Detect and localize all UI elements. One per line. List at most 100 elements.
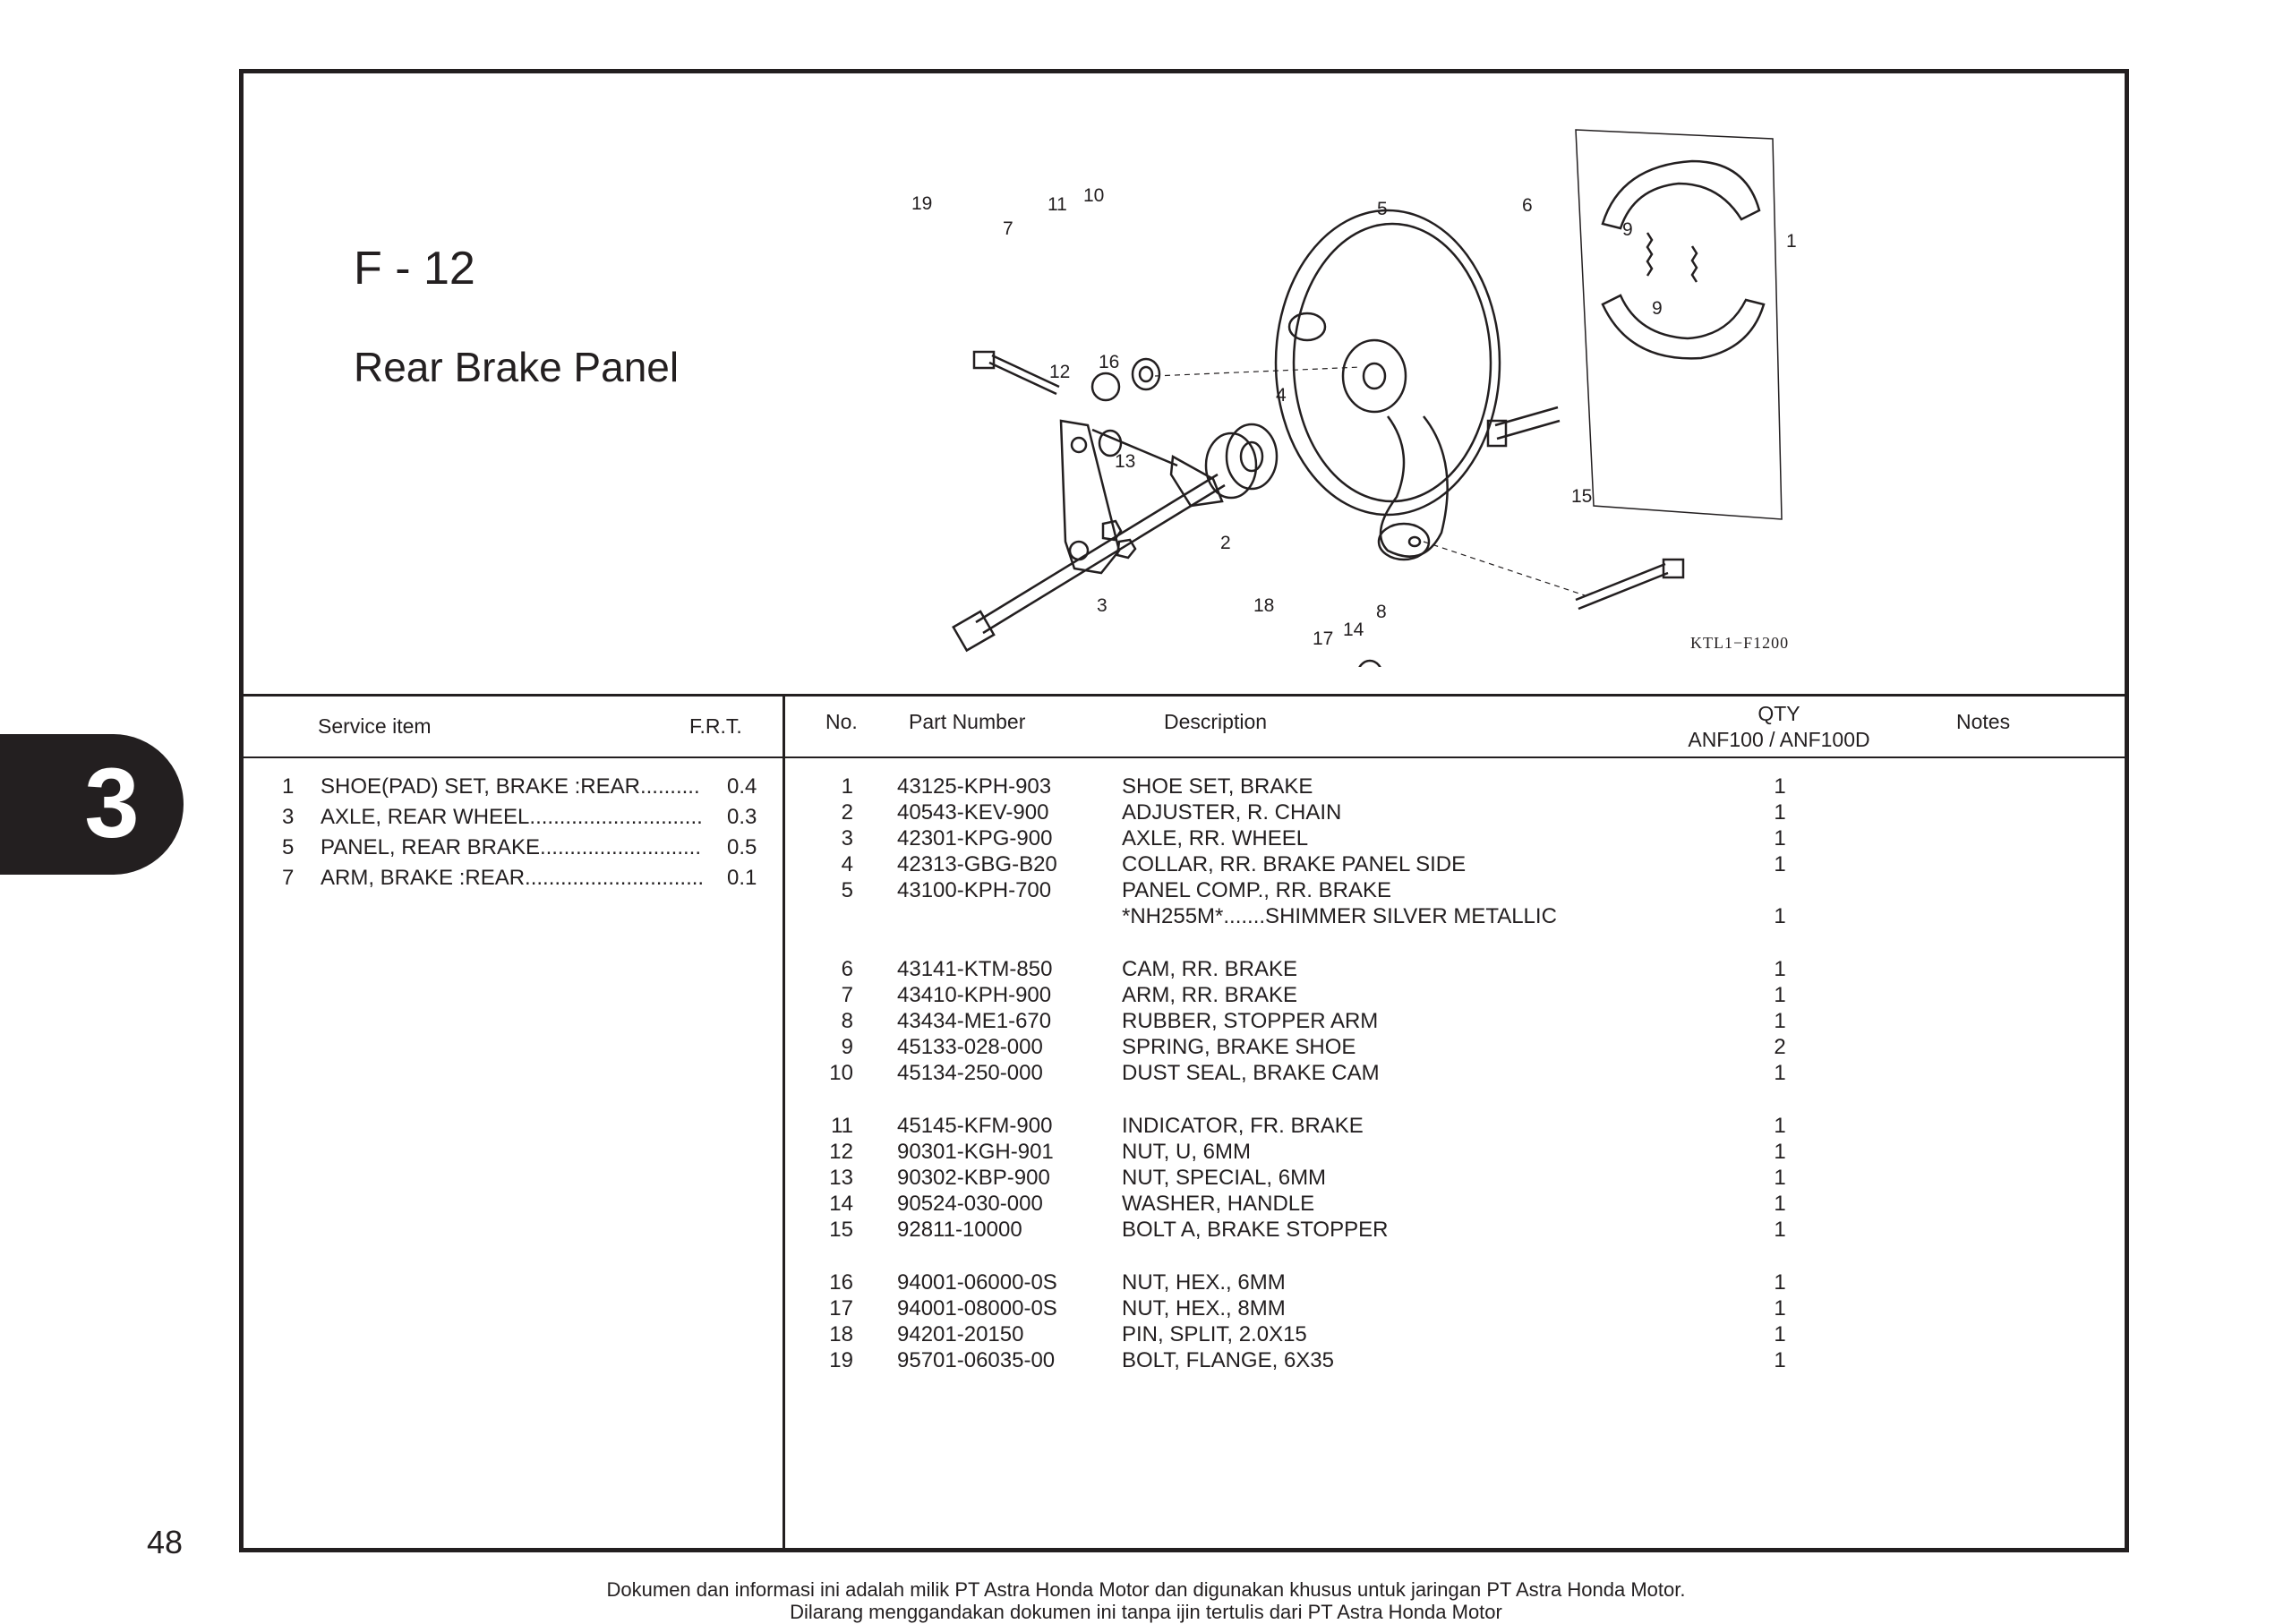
divider-vertical [783, 695, 785, 1550]
service-item-frt: 0.3 [727, 805, 757, 829]
part-number: 43141-KTM-850 [897, 957, 1053, 981]
callout-17: 17 [1313, 628, 1334, 649]
part-number: 43125-KPH-903 [897, 774, 1052, 799]
part-number: 95701-06035-00 [897, 1348, 1056, 1372]
part-ref-no: 9 [841, 1035, 853, 1059]
callout-5: 5 [1377, 199, 1388, 219]
part-qty: 1 [1774, 852, 1786, 876]
service-item-frt: 0.4 [727, 774, 757, 799]
part-description: RUBBER, STOPPER ARM [1122, 1009, 1379, 1033]
part-number: 43434-ME1-670 [897, 1009, 1052, 1033]
footer-line-2: Dilarang menggandakan dokumen ini tanpa … [790, 1601, 1502, 1623]
part-description: PIN, SPLIT, 2.0X15 [1122, 1322, 1307, 1346]
part-number: 90302-KBP-900 [897, 1166, 1050, 1190]
part-qty: 1 [1774, 1009, 1786, 1033]
part-qty: 1 [1774, 774, 1786, 799]
part-qty: 1 [1774, 983, 1786, 1007]
callout-19: 19 [911, 193, 933, 214]
part-qty: 1 [1774, 800, 1786, 825]
part-qty: 1 [1774, 1192, 1786, 1216]
part-qty: 1 [1774, 1322, 1786, 1346]
part-description: SHOE SET, BRAKE [1122, 774, 1313, 799]
callout-1: 1 [1786, 231, 1797, 252]
part-description: WASHER, HANDLE [1122, 1192, 1315, 1216]
part-description: NUT, HEX., 6MM [1122, 1270, 1286, 1295]
part-qty: 1 [1774, 1348, 1786, 1372]
part-ref-no: 2 [841, 800, 853, 825]
part-ref-no: 8 [841, 1009, 853, 1033]
part-number: 43410-KPH-900 [897, 983, 1052, 1007]
service-item-no: 1 [282, 774, 295, 799]
part-qty: 1 [1774, 904, 1786, 928]
divider-top [239, 694, 2129, 697]
part-qty: 1 [1774, 826, 1786, 850]
header-service-item: Service item [318, 714, 432, 738]
service-item-frt: 0.1 [727, 866, 757, 890]
part-description: NUT, U, 6MM [1122, 1140, 1251, 1164]
part-qty: 1 [1774, 1061, 1786, 1085]
service-item-no: 7 [282, 866, 295, 890]
part-description: *NH255M*.......SHIMMER SILVER METALLIC [1122, 904, 1557, 928]
part-qty: 1 [1774, 1140, 1786, 1164]
header-no: No. [825, 710, 858, 733]
part-number: 43100-KPH-700 [897, 878, 1052, 902]
header-qty: QTY [1757, 702, 1800, 725]
part-ref-no: 6 [841, 957, 853, 981]
part-ref-no: 3 [841, 826, 853, 850]
section-tab [0, 734, 184, 875]
callout-9b: 9 [1652, 298, 1663, 319]
callout-6: 6 [1522, 195, 1533, 216]
part-ref-no: 1 [841, 774, 853, 799]
figure-code: F - 12 [354, 243, 475, 295]
header-qty-models: ANF100 / ANF100D [1688, 728, 1870, 751]
service-item-name: ARM, BRAKE :REAR........................… [321, 866, 705, 890]
divider-header [239, 756, 2129, 758]
part-number: 94201-20150 [897, 1322, 1024, 1346]
part-number: 45145-KFM-900 [897, 1114, 1053, 1138]
service-item-name: SHOE(PAD) SET, BRAKE :REAR.......... [321, 774, 700, 799]
part-description: BOLT A, BRAKE STOPPER [1122, 1218, 1389, 1242]
part-description: ADJUSTER, R. CHAIN [1122, 800, 1342, 825]
part-qty: 1 [1774, 1270, 1786, 1295]
part-description: SPRING, BRAKE SHOE [1122, 1035, 1356, 1059]
part-ref-no: 7 [841, 983, 853, 1007]
callout-9a: 9 [1622, 219, 1633, 240]
part-description: CAM, RR. BRAKE [1122, 957, 1298, 981]
callout-8: 8 [1376, 602, 1387, 622]
part-qty: 1 [1774, 1218, 1786, 1242]
part-description: AXLE, RR. WHEEL [1122, 826, 1309, 850]
callout-11: 11 [1048, 194, 1067, 215]
header-part-number: Part Number [909, 710, 1026, 733]
part-number: 42301-KPG-900 [897, 826, 1053, 850]
part-qty: 1 [1774, 1114, 1786, 1138]
part-number: 94001-06000-0S [897, 1270, 1057, 1295]
service-item-name: PANEL, REAR BRAKE.......................… [321, 835, 702, 859]
part-number: 94001-08000-0S [897, 1296, 1057, 1321]
part-number: 40543-KEV-900 [897, 800, 1049, 825]
part-number: 45133-028-000 [897, 1035, 1043, 1059]
part-number: 45134-250-000 [897, 1061, 1043, 1085]
part-qty: 2 [1774, 1035, 1786, 1059]
part-description: PANEL COMP., RR. BRAKE [1122, 878, 1391, 902]
part-ref-no: 13 [829, 1166, 853, 1190]
service-item-name: AXLE, REAR WHEEL........................… [321, 805, 703, 829]
callout-4: 4 [1276, 385, 1287, 406]
page-frame [239, 69, 2129, 1552]
service-item-frt: 0.5 [727, 835, 757, 859]
part-ref-no: 19 [829, 1348, 853, 1372]
part-description: DUST SEAL, BRAKE CAM [1122, 1061, 1380, 1085]
page-number: 48 [147, 1524, 184, 1560]
part-description: NUT, SPECIAL, 6MM [1122, 1166, 1327, 1190]
callout-15: 15 [1571, 486, 1593, 507]
header-description: Description [1164, 710, 1268, 733]
part-ref-no: 5 [841, 878, 853, 902]
footer-line-1: Dokumen dan informasi ini adalah milik P… [606, 1578, 1686, 1601]
part-number: 90301-KGH-901 [897, 1140, 1054, 1164]
callout-7: 7 [1003, 218, 1013, 239]
header-frt: F.R.T. [689, 714, 742, 738]
part-description: COLLAR, RR. BRAKE PANEL SIDE [1122, 852, 1467, 876]
part-description: ARM, RR. BRAKE [1122, 983, 1298, 1007]
callout-12: 12 [1049, 362, 1071, 382]
part-ref-no: 11 [831, 1114, 853, 1138]
part-ref-no: 10 [829, 1061, 853, 1085]
